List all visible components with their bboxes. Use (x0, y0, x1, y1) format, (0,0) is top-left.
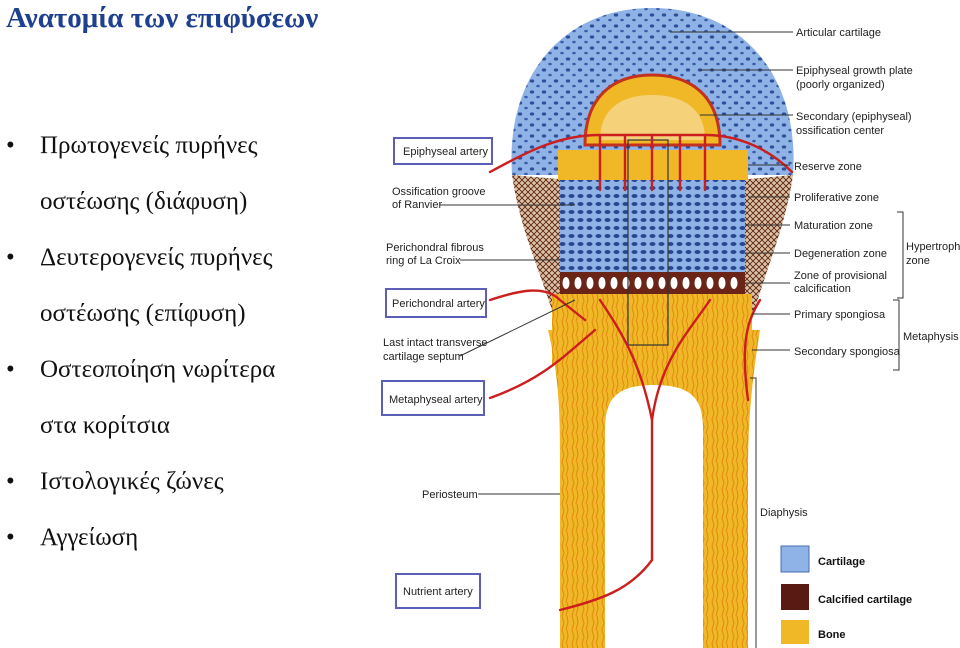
bullet-item: • Αγγείωση (0, 510, 390, 566)
label-degeneration-zone: Degeneration zone (794, 248, 887, 260)
label-provisional-1: Zone of provisional (794, 270, 887, 282)
legend-swatch-bone (781, 620, 809, 644)
bullet-text: Οστεοποίηση νωρίτερα (40, 356, 276, 383)
ossification-center-core (600, 95, 705, 140)
metaphysis-spongiosa (552, 294, 752, 364)
label-epiphyseal-artery: Epiphyseal artery (403, 146, 488, 158)
artery-paths (488, 133, 794, 612)
label-hypertrophic-2: zone (906, 255, 930, 267)
bullet-text: Πρωτογενείς πυρήνες (40, 132, 258, 159)
perichondral-ring-left (512, 175, 570, 320)
label-growth-plate-1: Epiphyseal growth plate (796, 65, 913, 77)
detail-box (627, 139, 669, 346)
bullet-text: Δευτερογενείς πυρήνες (40, 244, 273, 271)
label-periosteum: Periosteum (422, 489, 478, 501)
label-provisional-2: calcification (794, 283, 851, 295)
legend-swatch-cartilage (780, 545, 810, 573)
bullet-dot-icon: • (6, 356, 15, 383)
hypertrophic-bracket (897, 211, 904, 299)
bullet-dot-icon: • (6, 132, 15, 159)
label-secondary-spongiosa: Secondary spongiosa (794, 346, 901, 358)
medullary-cavity (605, 385, 703, 648)
bullet-text: οστέωσης (επίφυση) (40, 300, 246, 327)
bullet-text: Αγγείωση (40, 524, 139, 551)
label-perichondral-ring-1: Perichondral fibrous (386, 242, 484, 254)
label-septum-1: Last intact transverse (383, 337, 488, 349)
bullet-dot-icon: • (6, 468, 15, 495)
label-metaphyseal-artery: Metaphyseal artery (389, 394, 483, 406)
bullet-item: • Δευτερογενείς πυρήνες οστέωσης (επίφυσ… (0, 230, 390, 342)
bullet-item: • Ιστολογικές ζώνες (0, 454, 390, 510)
bullet-text: οστέωσης (διάφυση) (40, 188, 248, 215)
label-ossification-groove-2: of Ranvier (392, 199, 442, 211)
label-nutrient-artery: Nutrient artery (403, 586, 473, 598)
label-maturation-zone: Maturation zone (794, 220, 873, 232)
legend-label-calcified: Calcified cartilage (818, 594, 912, 606)
label-perichondral-artery: Perichondral artery (392, 298, 485, 310)
hypertrophic-cells (560, 272, 745, 294)
metaphysis-bracket (893, 299, 900, 371)
label-ossification-groove-1: Ossification groove (392, 186, 486, 198)
bullet-dot-icon: • (6, 524, 15, 551)
label-proliferative-zone: Proliferative zone (794, 192, 879, 204)
label-reserve-zone: Reserve zone (794, 161, 862, 173)
label-secondary-2: ossification center (796, 125, 884, 137)
right-labels: Articular cartilage Epiphyseal growth pl… (670, 27, 960, 648)
bullet-dot-icon: • (6, 244, 15, 271)
legend-label-bone: Bone (818, 629, 846, 641)
legend: Cartilage Calcified cartilage Bone (780, 545, 912, 644)
label-metaphysis: Metaphysis (903, 331, 959, 343)
bullet-text: Ιστολογικές ζώνες (40, 468, 224, 495)
diaphysis-bracket (750, 377, 757, 648)
page-title: Ανατομία των επιφύσεων (6, 2, 319, 34)
bullet-item: • Πρωτογενείς πυρήνες οστέωσης (διάφυση) (0, 118, 390, 230)
left-labels: Epiphyseal artery Ossification groove of… (381, 137, 576, 609)
perichondral-ring-right (738, 175, 793, 320)
legend-label-cartilage: Cartilage (818, 556, 865, 568)
bullet-text: στα κορίτσια (40, 412, 170, 439)
label-primary-spongiosa: Primary spongiosa (794, 309, 886, 321)
bullet-list: • Πρωτογενείς πυρήνες οστέωσης (διάφυση)… (0, 118, 390, 566)
growth-plate-columns (560, 180, 745, 280)
label-articular-cartilage: Articular cartilage (796, 27, 881, 39)
label-secondary-1: Secondary (epiphyseal) (796, 111, 912, 123)
legend-swatch-calcified (781, 584, 809, 610)
label-diaphysis: Diaphysis (760, 507, 808, 519)
label-hypertrophic-1: Hypertrophic (906, 241, 960, 253)
label-perichondral-ring-2: ring of La Croix (386, 255, 461, 267)
label-septum-2: cartilage septum (383, 351, 464, 363)
bullet-item: • Οστεοποίηση νωρίτερα στα κορίτσια (0, 342, 390, 454)
label-growth-plate-2: (poorly organized) (796, 79, 885, 91)
